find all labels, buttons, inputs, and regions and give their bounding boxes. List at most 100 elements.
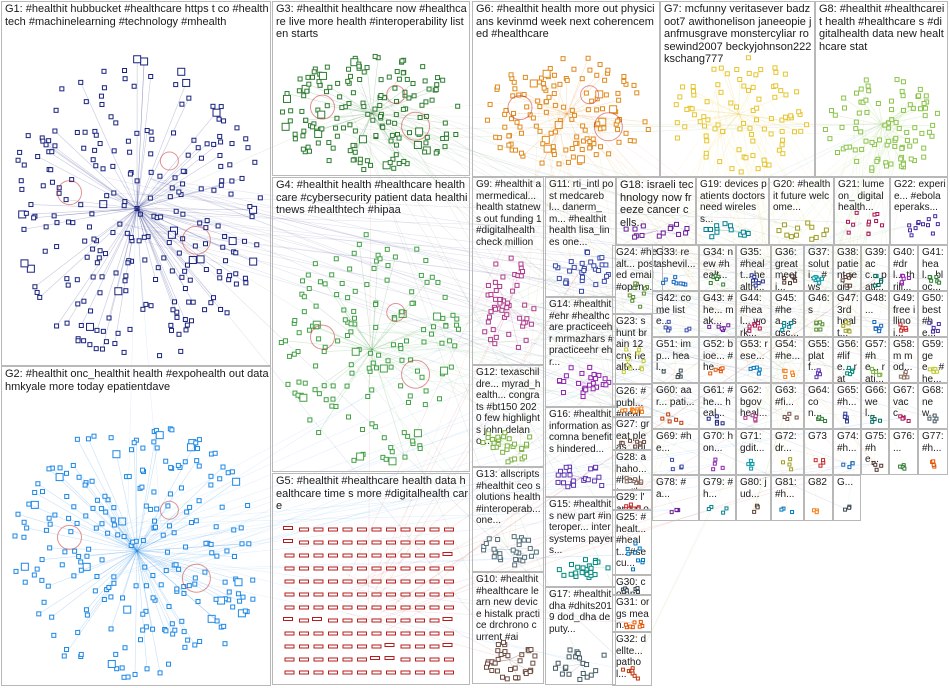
vertex — [715, 122, 721, 128]
vertex — [624, 588, 629, 593]
vertex — [524, 316, 530, 322]
vertex — [370, 360, 376, 366]
group-panel-g73: G73 — [804, 429, 833, 475]
inter-group-edge — [146, 509, 676, 525]
vertex — [46, 466, 52, 472]
vertex — [886, 138, 892, 144]
edge — [508, 306, 528, 319]
vertex — [113, 270, 119, 276]
vertex — [684, 225, 690, 231]
group-label-g25: G25: #healt... #healt... #secu... — [616, 512, 647, 569]
group-label-g19: G19: devices patients doctors need wirel… — [700, 179, 767, 225]
vertex — [388, 445, 394, 451]
inter-group-edge — [557, 94, 581, 383]
vertex — [169, 621, 175, 627]
vertex — [637, 546, 642, 551]
vertex — [422, 402, 428, 408]
vertex — [229, 178, 235, 184]
vertex — [99, 200, 108, 209]
vertex — [631, 82, 637, 88]
vertex — [633, 550, 638, 555]
self-loop — [57, 180, 82, 206]
vertex — [122, 278, 128, 284]
vertex — [195, 599, 201, 605]
vertex — [328, 553, 338, 558]
vertex — [623, 408, 628, 413]
vertex — [242, 608, 248, 614]
vertex — [90, 274, 96, 280]
vertex — [415, 553, 425, 558]
vertex — [313, 553, 324, 558]
vertex — [328, 566, 338, 571]
node-cluster-g51 — [661, 368, 683, 380]
vertex — [845, 219, 850, 224]
vertex — [292, 136, 298, 142]
vertex — [556, 567, 562, 573]
vertex — [497, 145, 503, 151]
vertex — [667, 226, 673, 232]
vertex — [403, 338, 409, 344]
edge — [566, 58, 589, 115]
vertex — [714, 414, 719, 419]
vertex — [603, 382, 609, 388]
node-cluster-g4 — [278, 232, 461, 466]
edge — [136, 208, 173, 272]
edge — [42, 137, 138, 209]
vertex — [843, 411, 848, 416]
vertex — [508, 255, 514, 261]
vertex — [419, 374, 425, 380]
vertex — [779, 128, 785, 134]
vertex — [149, 136, 155, 142]
inter-group-edge — [379, 346, 819, 372]
vertex — [639, 367, 644, 372]
vertex — [747, 324, 752, 329]
vertex — [371, 265, 377, 271]
vertex — [495, 656, 501, 662]
vertex — [82, 562, 91, 571]
inter-group-edge — [744, 85, 819, 326]
vertex — [203, 267, 209, 273]
vertex — [641, 557, 646, 562]
edge — [136, 507, 190, 552]
vertex — [169, 327, 175, 333]
edge — [835, 114, 883, 126]
node-cluster-g43 — [707, 323, 731, 333]
vertex — [233, 271, 239, 277]
node-cluster-g37 — [811, 274, 824, 285]
vertex — [782, 114, 788, 120]
node-cluster-g44 — [747, 321, 762, 333]
vertex — [231, 554, 237, 560]
node-cluster-g46 — [814, 320, 825, 332]
vertex — [589, 98, 595, 104]
vertex — [148, 151, 154, 157]
vertex — [334, 133, 340, 139]
vertex — [381, 435, 387, 441]
self-loop — [159, 151, 179, 171]
edge — [371, 57, 379, 114]
edge — [693, 94, 739, 115]
vertex — [408, 357, 414, 363]
vertex — [784, 232, 790, 238]
group-panel-g42: G42: come liste... — [652, 291, 699, 337]
vertex — [170, 307, 176, 313]
group-panel-g12: G12: texaschildre... myrad_health... con… — [472, 365, 544, 467]
vertex — [783, 92, 789, 98]
vertex — [436, 396, 442, 402]
vertex — [100, 328, 106, 334]
vertex — [452, 343, 458, 349]
vertex — [313, 579, 324, 584]
vertex — [104, 193, 110, 199]
vertex — [674, 135, 680, 141]
group-label-g29: G29: l' ansm ouvre... — [616, 492, 649, 510]
vertex — [328, 592, 338, 597]
vertex — [590, 136, 596, 142]
vertex — [352, 288, 358, 294]
vertex — [587, 67, 593, 73]
group-label-g1: G1: #healthit hubbucket #healthcare http… — [5, 3, 269, 28]
edge — [508, 649, 532, 661]
vertex — [753, 72, 759, 78]
vertex — [900, 107, 906, 113]
vertex — [173, 82, 179, 88]
edge — [136, 550, 179, 570]
node-cluster-g11 — [552, 249, 611, 294]
